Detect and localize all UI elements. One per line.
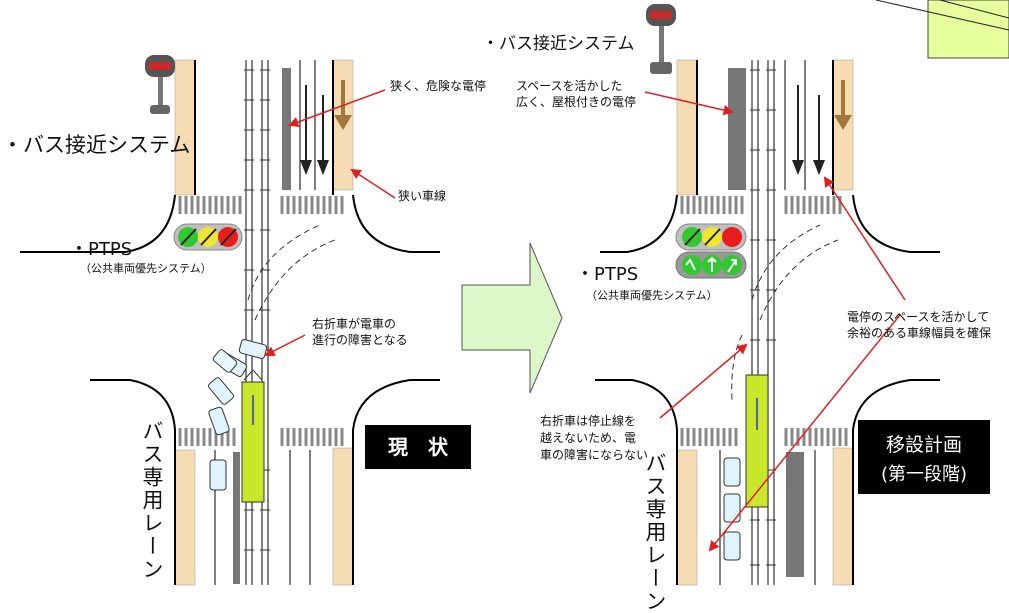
intersection-diagram <box>20 0 1009 586</box>
sidewalk-strip <box>174 449 196 586</box>
note-narrow-lane: 狭い車線 <box>398 189 447 203</box>
bus-approach-label: ・バス接近システム <box>482 34 635 54</box>
note-right-turn-line2: 進行の障害となる <box>312 333 408 347</box>
note-lane-line1: 電停のスペースを活かして <box>847 311 990 324</box>
note-lane-line2: 余裕のある車線幅員を確保 <box>847 327 992 340</box>
crosswalk-bottom <box>178 428 344 446</box>
note-narrow-stop: 狭く、危険な電停 <box>390 80 487 93</box>
traffic-signal-icon <box>173 223 243 251</box>
bus-approach-indicator-icon <box>646 4 676 74</box>
right-turn-cars <box>208 339 268 491</box>
narrow-tram-stop <box>282 68 291 190</box>
sidewalk-strip <box>332 447 354 586</box>
plan-badge-line2: (第一段階) <box>880 464 968 485</box>
wide-tram-stop <box>728 68 746 190</box>
note-space-line1: スペースを活かした <box>516 79 623 93</box>
annotation-arrows <box>264 89 396 356</box>
bus-lane-divider <box>233 452 240 584</box>
tram-icon <box>745 374 769 508</box>
left-intersection <box>20 55 440 586</box>
waiting-cars <box>723 457 741 561</box>
note-stopline-line1: 右折車は停止線を <box>540 414 637 428</box>
bus-approach-indicator-icon <box>145 55 175 114</box>
note-stopline-line2: 越えないため、電 <box>540 431 637 445</box>
note-stopline-line3: 車の障害にならない <box>540 448 649 462</box>
ptps-sub-label: （公共車両優先システム） <box>80 262 212 275</box>
bus-approach-label: ・バス接近システム <box>2 133 191 157</box>
lane-arrows <box>792 80 852 175</box>
plan-badge: 移設計画 (第一段階) <box>858 420 990 494</box>
bus-lane-label: バス専用レーン <box>643 452 667 613</box>
crosswalk-top <box>178 196 344 214</box>
tram-icon <box>241 369 265 503</box>
note-right-turn-line1: 右折車が電車の <box>312 317 397 331</box>
crosswalk-top <box>680 196 842 214</box>
note-space-line2: 広く、屋根付きの電停 <box>516 95 637 109</box>
bus-lane-label: バス専用レーン <box>140 420 164 581</box>
status-badge: 現 状 <box>365 425 471 469</box>
annotation-arrows <box>644 91 906 552</box>
corner-callout <box>875 0 1009 59</box>
tram-tracks <box>245 60 269 585</box>
sidewalk-strip <box>174 59 196 196</box>
turn-arrow-icon <box>685 256 737 273</box>
ptps-label: ・PTPS <box>70 239 133 260</box>
ptps-sub-label: （公共車両優先システム） <box>586 289 718 302</box>
crosswalk-bottom <box>680 428 848 446</box>
wide-tram-stop <box>786 452 804 577</box>
right-intersection <box>595 4 940 586</box>
ptps-label: ・PTPS <box>576 264 639 285</box>
plan-badge-line1: 移設計画 <box>885 434 962 456</box>
transition-arrow-icon <box>461 242 563 394</box>
